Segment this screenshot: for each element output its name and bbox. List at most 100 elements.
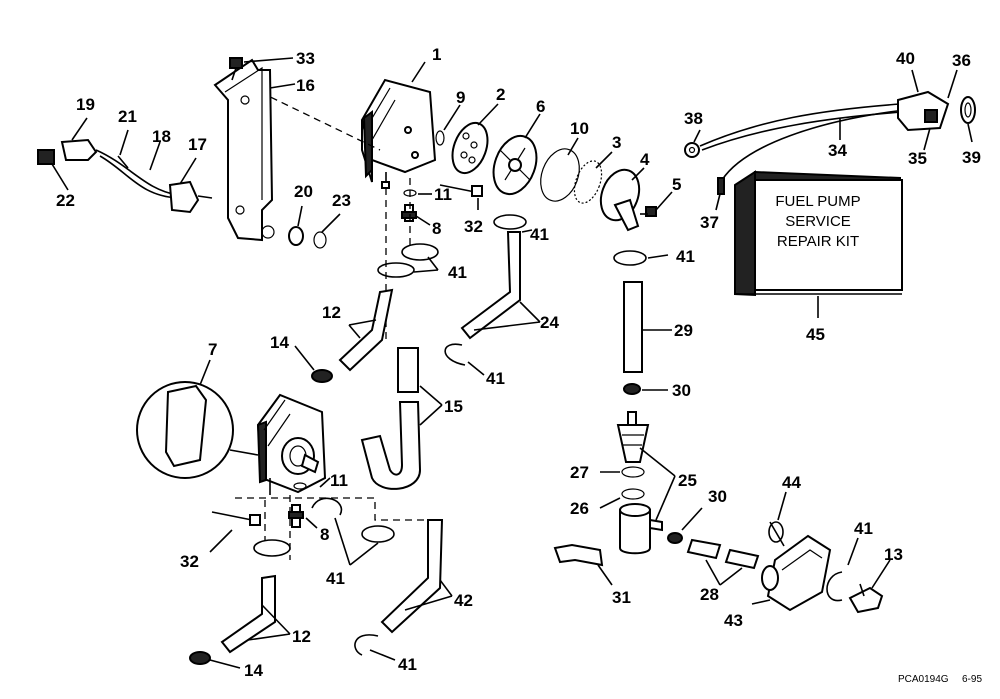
label-24: 24 xyxy=(540,313,559,332)
label-41c: 41 xyxy=(676,247,695,266)
hose-28b xyxy=(724,548,760,570)
label-21: 21 xyxy=(118,107,137,126)
hose-12-lower xyxy=(220,574,276,654)
label-9: 9 xyxy=(456,88,465,107)
fitting-8-lower xyxy=(288,504,304,528)
label-40: 40 xyxy=(896,49,915,68)
bracket-16 xyxy=(213,58,275,242)
label-5: 5 xyxy=(672,175,681,194)
o-ring-26 xyxy=(621,488,645,500)
label-41d: 41 xyxy=(486,369,505,388)
clamp-30-upper xyxy=(623,383,641,395)
label-38: 38 xyxy=(684,109,703,128)
label-8b: 8 xyxy=(320,525,329,544)
screw-5 xyxy=(640,206,657,217)
hose-42 xyxy=(380,519,444,634)
label-11a: 11 xyxy=(434,185,452,204)
kit-text-1: FUEL PUMP xyxy=(775,193,860,210)
label-22: 22 xyxy=(56,191,75,210)
wire-harness-left xyxy=(37,138,213,214)
hose-15 xyxy=(397,347,419,393)
label-20: 20 xyxy=(294,182,313,201)
label-32b: 32 xyxy=(180,552,199,571)
label-45: 45 xyxy=(806,325,825,344)
part-labels: 1 2 3 4 5 6 7 8 8 9 10 11 11 12 12 13 14… xyxy=(56,45,981,680)
label-18: 18 xyxy=(152,127,171,146)
label-14b: 14 xyxy=(244,661,263,680)
label-41g: 41 xyxy=(854,519,873,538)
bracket-31 xyxy=(553,543,604,567)
clamp-41-e xyxy=(311,497,343,516)
filter-43 xyxy=(761,534,832,612)
label-2: 2 xyxy=(496,85,505,104)
filter-cover-4 xyxy=(599,168,641,232)
o-ring-27 xyxy=(621,466,645,478)
label-28: 28 xyxy=(700,585,719,604)
screw-32-lower xyxy=(211,511,261,526)
clamp-41-c xyxy=(493,214,527,230)
clamp-14-lower xyxy=(189,651,211,665)
label-43: 43 xyxy=(724,611,743,630)
gasket-10 xyxy=(540,148,580,202)
label-33: 33 xyxy=(296,49,315,68)
label-30b: 30 xyxy=(708,487,727,506)
hose-12-upper xyxy=(338,288,394,372)
label-39: 39 xyxy=(962,148,981,167)
label-29: 29 xyxy=(674,321,693,340)
label-8a: 8 xyxy=(432,219,441,238)
diaphragm-detail-7 xyxy=(136,381,259,479)
filter-housing xyxy=(619,503,663,555)
clamp-41-h xyxy=(613,250,647,266)
o-ring-9 xyxy=(435,130,445,146)
diaphragm-6 xyxy=(492,134,538,196)
label-41f: 41 xyxy=(398,655,417,674)
label-10: 10 xyxy=(570,119,589,138)
footer-code: PCA0194G xyxy=(898,674,949,685)
repair-kit-box: FUEL PUMP SERVICE REPAIR KIT xyxy=(734,170,903,297)
label-7: 7 xyxy=(208,340,217,359)
label-32a: 32 xyxy=(464,217,483,236)
kit-text-3: REPAIR KIT xyxy=(777,233,859,250)
label-25: 25 xyxy=(678,471,697,490)
clamp-41-g xyxy=(361,525,395,543)
label-27: 27 xyxy=(570,463,589,482)
label-1: 1 xyxy=(432,45,441,64)
label-41b: 41 xyxy=(530,225,549,244)
diaphragm-2 xyxy=(451,121,489,175)
label-30a: 30 xyxy=(672,381,691,400)
label-23: 23 xyxy=(332,191,351,210)
label-6: 6 xyxy=(536,97,545,116)
label-31: 31 xyxy=(612,588,631,607)
label-13: 13 xyxy=(884,545,903,564)
clamp-14-upper xyxy=(311,369,333,383)
hose-24 xyxy=(460,231,521,340)
washer-20 xyxy=(288,226,304,246)
o-ring-11-lower xyxy=(293,482,307,490)
fuel-pump-lower xyxy=(256,393,327,495)
clamp-41-f xyxy=(253,539,291,557)
fitting-8-upper xyxy=(401,204,417,222)
label-4: 4 xyxy=(640,150,650,169)
screen-3 xyxy=(573,160,603,204)
washer-23 xyxy=(313,231,327,249)
label-26: 26 xyxy=(570,499,589,518)
label-42: 42 xyxy=(454,591,473,610)
label-41e: 41 xyxy=(326,569,345,588)
label-35: 35 xyxy=(908,149,927,168)
label-14a: 14 xyxy=(270,333,289,352)
footer-date: 6-95 xyxy=(962,674,982,685)
label-19: 19 xyxy=(76,95,95,114)
clamp-44 xyxy=(768,521,785,547)
label-37: 37 xyxy=(700,213,719,232)
label-17: 17 xyxy=(188,135,207,154)
label-41a: 41 xyxy=(448,263,467,282)
label-12a: 12 xyxy=(322,303,341,322)
clamp-41-d xyxy=(444,343,466,366)
clamp-30-lower xyxy=(667,532,683,544)
label-15: 15 xyxy=(444,397,463,416)
tube-29 xyxy=(623,281,643,373)
wire-harness-right xyxy=(684,90,976,195)
clamp-41-b xyxy=(377,262,415,278)
screw-33 xyxy=(229,57,243,81)
